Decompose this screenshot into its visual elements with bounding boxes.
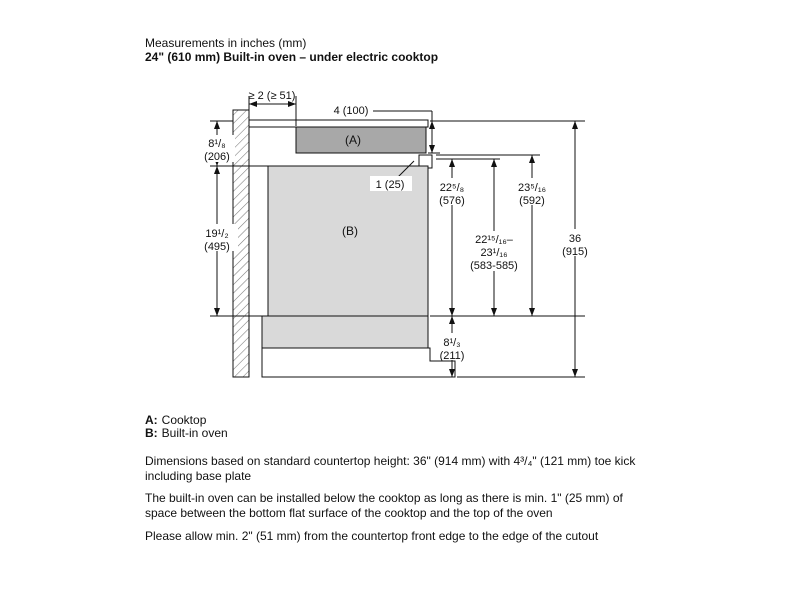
- legend-key-a: A:: [145, 413, 158, 427]
- note-countertop-height: Dimensions based on standard countertop …: [145, 454, 636, 483]
- dim-cooktop-depth: 4 (100): [334, 105, 369, 117]
- dim-counter-to-cutout-in: 8¹/₈: [208, 138, 225, 150]
- legend-key-b: B:: [145, 426, 158, 440]
- dim-cutout-c-line1: 22¹⁵/₁₆–: [475, 234, 514, 246]
- dim-oven-height-in: 19¹/₂: [205, 228, 228, 240]
- dim-base-height-mm: (211): [440, 350, 465, 362]
- base-plate-step: [261, 347, 456, 378]
- note-front-edge: Please allow min. 2" (51 mm) from the co…: [145, 529, 599, 543]
- dim-oven-cooktop-gap: 1 (25): [376, 179, 405, 191]
- base-band: [261, 315, 429, 349]
- countertop: [248, 119, 429, 128]
- legend: A:Cooktop B:Built-in oven: [145, 414, 228, 440]
- label-backgrounds: [196, 135, 592, 360]
- legend-item-b: B:Built-in oven: [145, 427, 228, 440]
- dim-counter-height-in: 36: [569, 233, 581, 245]
- dim-cutout-b-mm: (592): [519, 195, 545, 207]
- dim-cutout-b-in: 23⁵/₁₆: [518, 182, 546, 194]
- structure: [232, 109, 456, 378]
- dim-counter-to-cutout-mm: (206): [204, 151, 230, 163]
- component-labels: (A) (B): [342, 133, 361, 238]
- note-min-space: The built-in oven can be installed below…: [145, 491, 623, 520]
- dimension-labels: ≥ 2 (≥ 51) 4 (100) 1 (25) 8¹/₈ (206) 19¹…: [204, 90, 588, 362]
- dim-base-height-in: 8¹/₃: [443, 337, 460, 349]
- dim-cutout-c-mm: (583-585): [470, 260, 518, 272]
- dimension-arrows: [214, 101, 578, 377]
- legend-text-a: Cooktop: [161, 413, 207, 427]
- dim-cutout-a-in: 22⁵/₈: [440, 182, 464, 194]
- dim-cutout-c-line2: 23¹/₁₆: [480, 247, 507, 259]
- dim-counter-height-mm: (915): [562, 246, 588, 258]
- oven-label: (B): [342, 224, 358, 238]
- dim-oven-height-mm: (495): [204, 241, 230, 253]
- legend-item-a: A:Cooktop: [145, 414, 228, 427]
- cooktop-box: [295, 126, 427, 154]
- header: Measurements in inches (mm) 24" (610 mm)…: [145, 36, 438, 64]
- page-title: 24" (610 mm) Built-in oven – under elect…: [145, 50, 439, 64]
- legend-text-b: Built-in oven: [161, 426, 228, 440]
- cooktop-label: (A): [345, 133, 361, 147]
- dim-cutout-a-mm: (576): [439, 195, 465, 207]
- dim-wall-clearance: ≥ 2 (≥ 51): [249, 90, 296, 102]
- measurement-units-note: Measurements in inches (mm): [145, 36, 307, 50]
